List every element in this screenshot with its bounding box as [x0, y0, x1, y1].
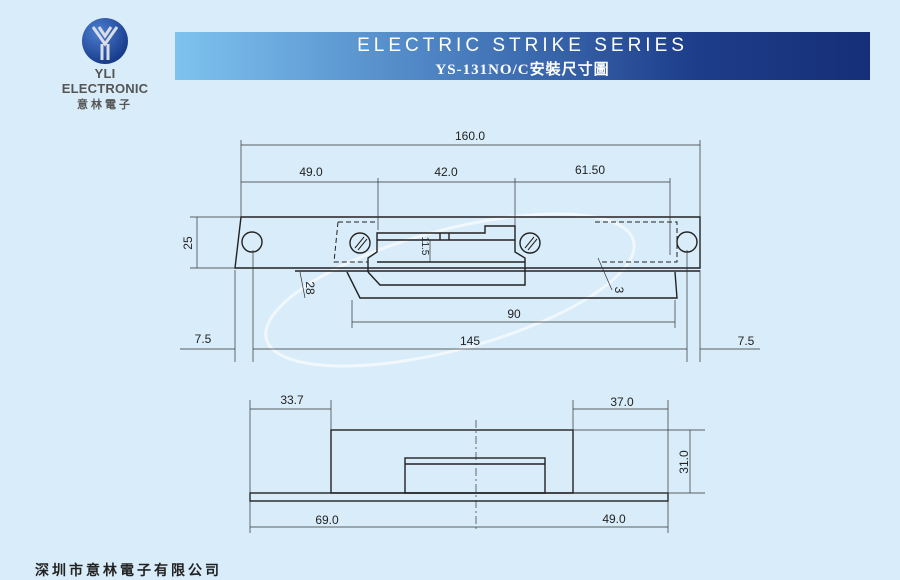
dim-hole-spacing: 145	[460, 334, 480, 348]
dim-slot-depth: 11.5	[419, 237, 430, 256]
series-title: ELECTRIC STRIKE SERIES	[357, 35, 688, 56]
dim-height: 25	[181, 236, 195, 250]
dim-left-offset: 33.7	[280, 393, 304, 407]
dim-edge-left: 7.5	[195, 332, 212, 346]
dim-thickness: 3	[612, 287, 626, 294]
dim-body-height: 31.0	[677, 450, 691, 474]
dim-seg-left: 49.0	[299, 165, 323, 179]
dim-edge-right: 7.5	[738, 334, 755, 348]
dim-right-half: 49.0	[602, 512, 626, 526]
strike-faceplate	[234, 216, 701, 269]
watermark	[264, 212, 636, 368]
dim-tongue-depth: 28	[303, 281, 317, 295]
dim-tongue-length: 90	[507, 307, 521, 321]
top-dimension-lines	[180, 140, 760, 362]
bottom-dimension-lines	[249, 400, 705, 533]
logo-brand-text: YLI ELECTRONIC	[61, 66, 149, 96]
title-banner: ELECTRIC STRIKE SERIES YS-131NO/C安裝尺寸圖	[175, 32, 870, 80]
strike-body	[346, 271, 678, 299]
dim-seg-right: 61.50	[575, 163, 605, 177]
dim-overall-length: 160.0	[455, 129, 485, 143]
dim-seg-mid: 42.0	[434, 165, 458, 179]
logo-brand-cn: 意林電子	[77, 99, 133, 111]
company-logo: YLI ELECTRONIC 意林電子	[50, 18, 160, 112]
logo-emblem-icon	[82, 18, 128, 64]
bottom-view	[249, 429, 669, 502]
dim-right-offset: 37.0	[610, 395, 634, 409]
company-name-footer: 深圳市意林電子有限公司	[35, 562, 222, 578]
keeper-slot	[367, 225, 526, 286]
dimension-drawing: 160.0 49.0 42.0 61.50 25 11.5 28 3 90 14…	[180, 129, 760, 533]
top-view	[234, 216, 701, 299]
model-subtitle: YS-131NO/C安裝尺寸圖	[435, 62, 610, 78]
dim-left-half: 69.0	[315, 513, 339, 527]
